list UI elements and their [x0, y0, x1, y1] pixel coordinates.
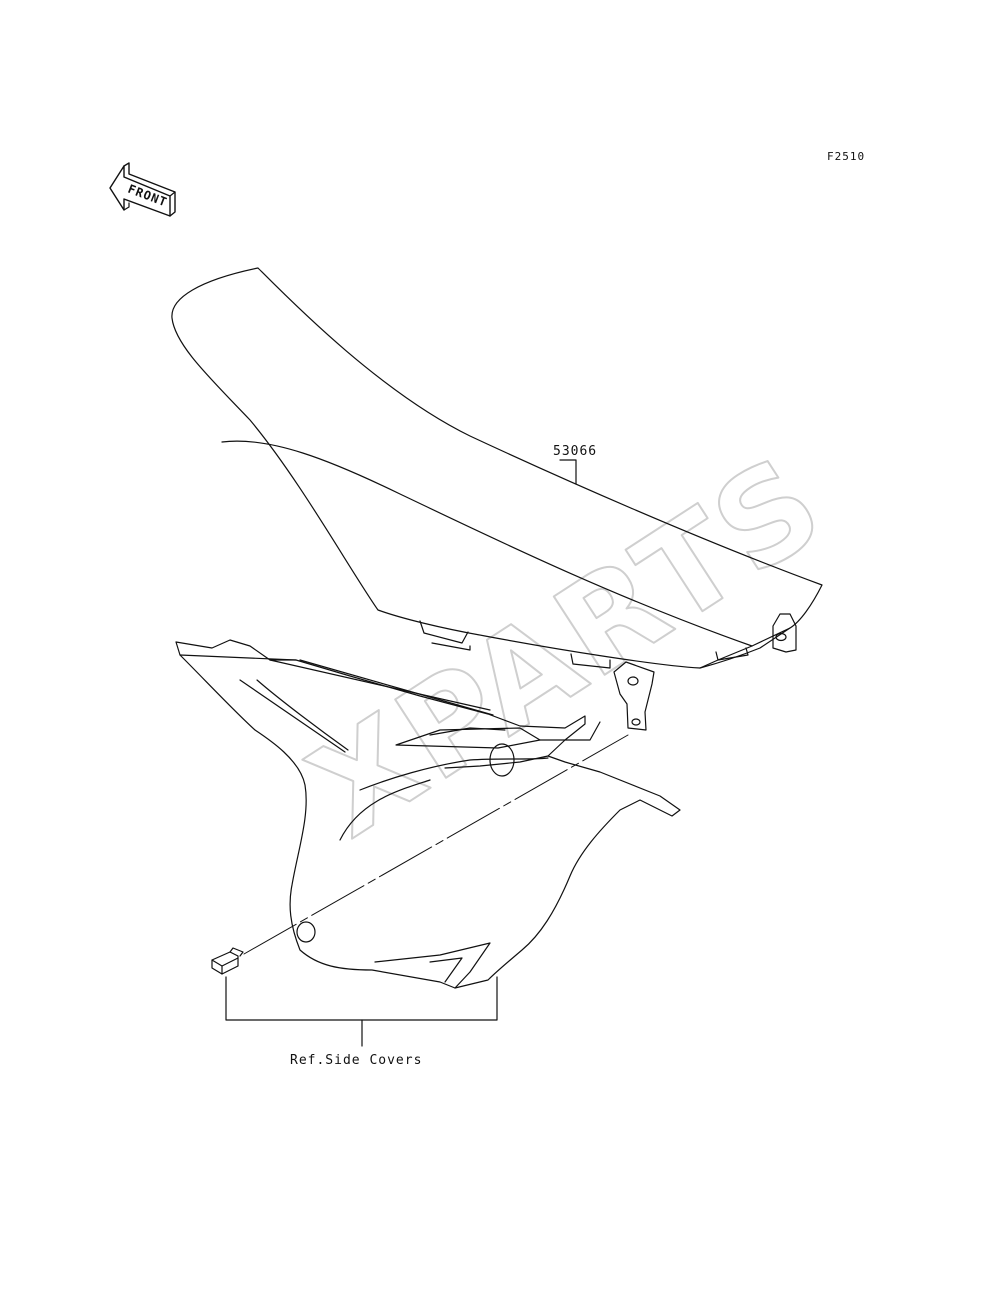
bolt-icon [211, 947, 244, 975]
part-number-53066[interactable]: 53066 [553, 444, 598, 459]
ref-side-covers-label[interactable]: Ref.Side Covers [290, 1053, 423, 1068]
figure-id: F2510 [827, 150, 866, 163]
watermark-text: XPARTS [286, 427, 850, 866]
part-53066-leader [559, 459, 577, 485]
assembly-guide-line [243, 734, 629, 955]
seat-drawing [171, 267, 823, 669]
front-arrow-icon: FRONT [109, 162, 176, 217]
front-arrow-label: FRONT [126, 182, 169, 210]
seat-bracket [613, 661, 655, 731]
side-cover-drawing [175, 639, 681, 989]
ref-bracket [225, 976, 498, 1047]
watermark: XPARTS [285, 426, 851, 867]
